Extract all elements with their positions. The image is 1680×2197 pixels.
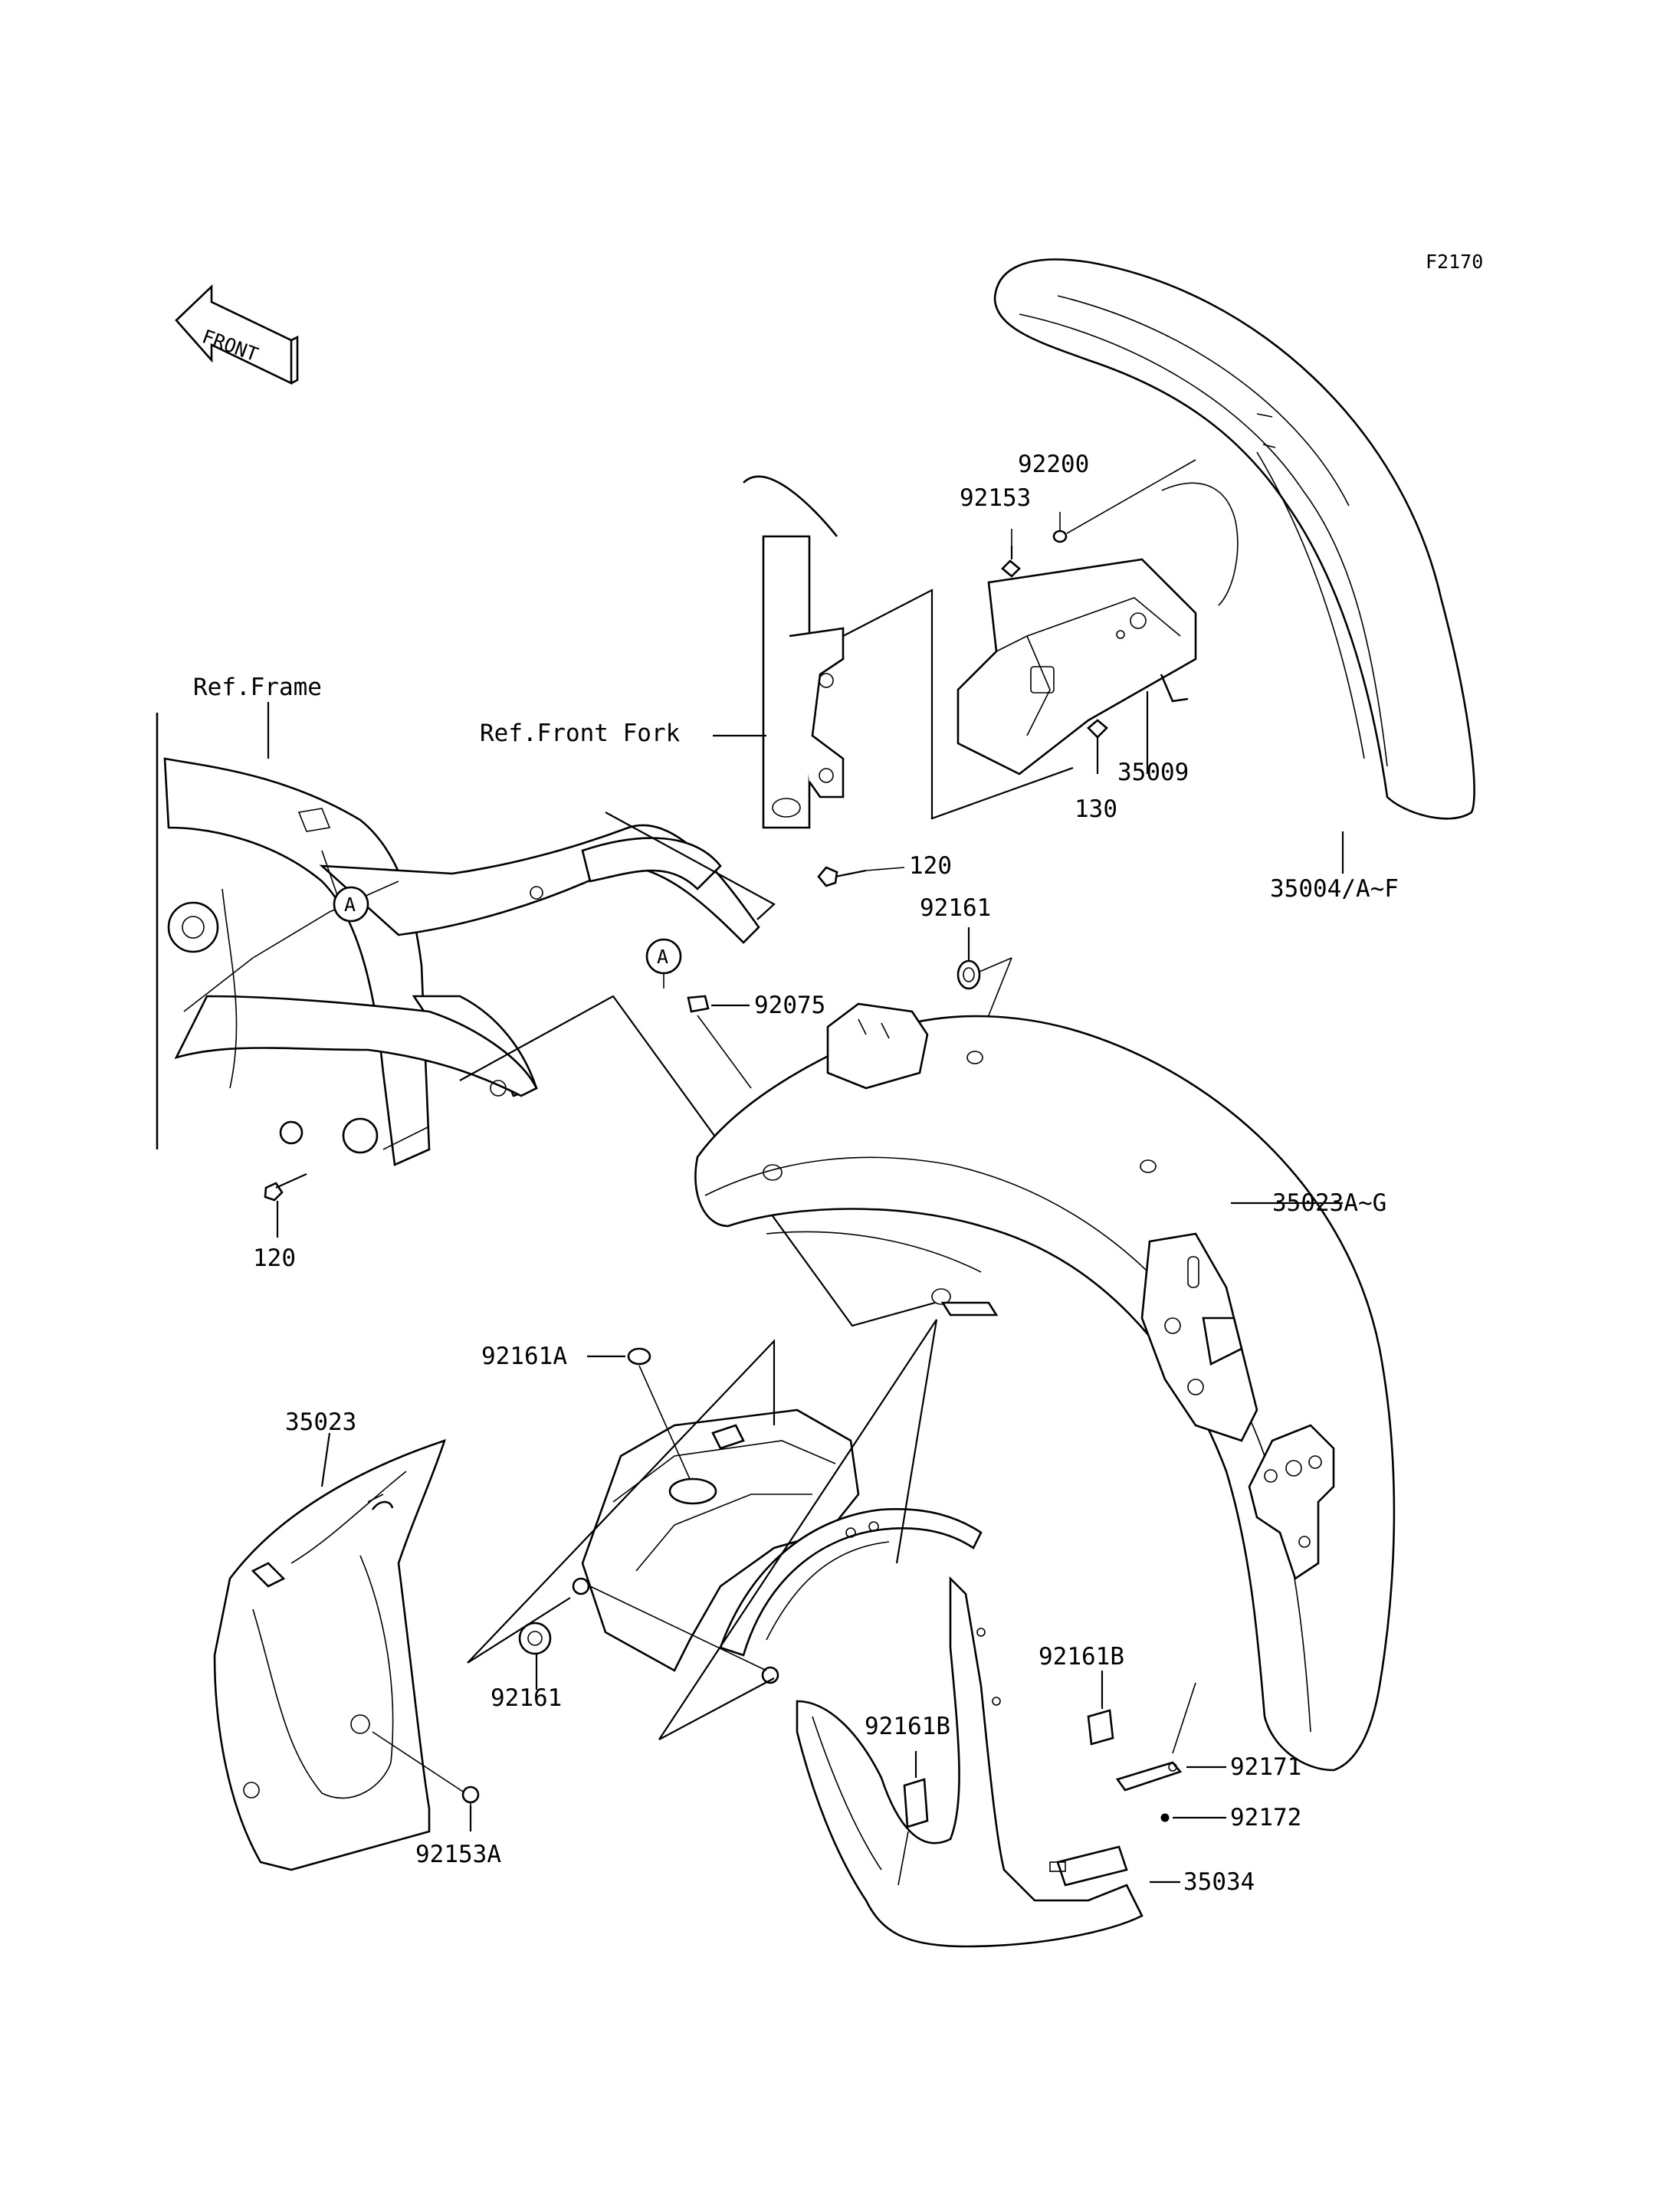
fender-bracket-35009 (956, 482, 1239, 776)
label-92172: 92172 (1230, 1804, 1301, 1831)
ref-frame-label: Ref.Frame (193, 674, 322, 701)
label-92075: 92075 (754, 992, 825, 1019)
label-92200: 92200 (1018, 451, 1089, 478)
ref-front-fork-label: Ref.Front Fork (480, 720, 681, 747)
front-direction-arrow: FRONT (175, 284, 299, 385)
front-fork-reference (743, 475, 845, 829)
front-fender-35004 (993, 258, 1475, 820)
figure-code: F2170 (1426, 251, 1483, 273)
label-92161B-right: 92161B (1039, 1643, 1124, 1671)
grommet-92161-bottom (518, 1622, 552, 1655)
label-130: 130 (1075, 795, 1117, 823)
label-120-bottom: 120 (253, 1244, 296, 1272)
label-92161-top: 92161 (920, 894, 991, 922)
bolt-120-bottom (264, 1172, 307, 1202)
fender-strut-35034 (572, 1408, 1144, 1948)
bolt-130 (1087, 719, 1108, 774)
label-35023: 35023 (285, 1408, 356, 1436)
label-92153: 92153 (960, 484, 1031, 512)
strip-92171 (1115, 1761, 1183, 1792)
pad-92161B-left (903, 1778, 929, 1828)
plug-92161A (627, 1347, 651, 1366)
svg-text:A: A (657, 946, 668, 968)
label-35034: 35034 (1183, 1868, 1255, 1896)
rear-fender-35023AG (694, 1002, 1396, 1772)
label-120-top: 120 (909, 852, 952, 880)
label-92153A: 92153A (415, 1841, 501, 1868)
label-92161A: 92161A (481, 1343, 567, 1370)
screw-92153 (1001, 546, 1021, 578)
label-92171: 92171 (1230, 1753, 1301, 1781)
svg-text:A: A (344, 894, 356, 916)
bolt-120-top (817, 866, 905, 887)
washer-92200 (1052, 530, 1068, 543)
frame-reference (156, 713, 760, 1166)
screw-92172 (1160, 1813, 1170, 1822)
label-35009: 35009 (1117, 759, 1189, 786)
label-92161B-left: 92161B (865, 1713, 950, 1740)
label-92161-bottom: 92161 (491, 1684, 562, 1712)
label-35004: 35004/A~F (1270, 875, 1399, 903)
grommet-92161-top (956, 959, 981, 990)
marker-a-frame: A (333, 886, 369, 923)
marker-a-fender: A (645, 938, 682, 975)
pad-92161B-right (1087, 1709, 1114, 1746)
inner-fender-35023 (213, 1438, 447, 1871)
grommet-92075 (687, 995, 710, 1013)
label-35023AG: 35023A~G (1272, 1189, 1386, 1217)
